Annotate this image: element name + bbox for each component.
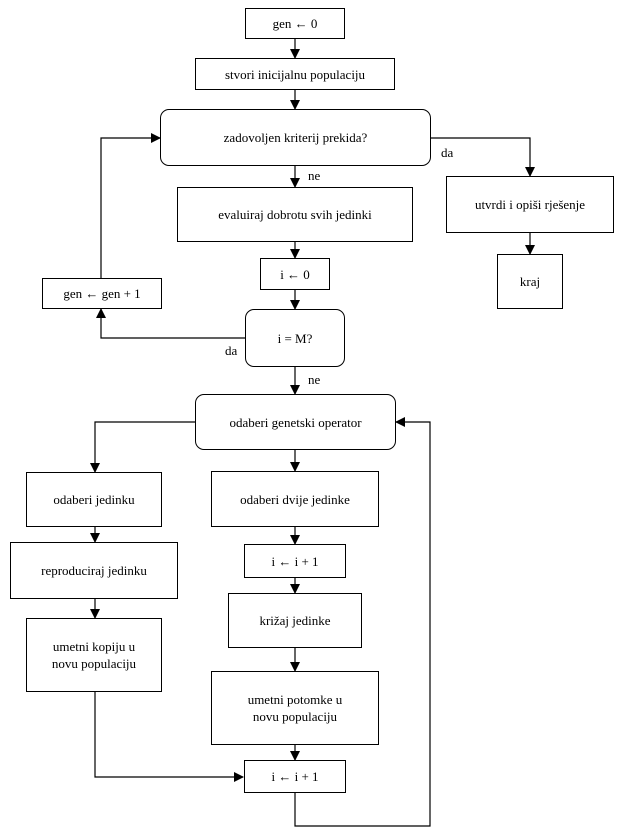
edge-gen-inc-to-stop — [100, 133, 161, 278]
node-gen-increment: gen ← gen + 1 — [42, 278, 162, 309]
node-i-equals-m: i = M? — [245, 309, 345, 367]
node-gen-init: gen ← 0 — [245, 8, 345, 39]
node-evaluate: evaluiraj dobrotu svih jedinki — [177, 187, 413, 242]
node-i-init: i ← 0 — [260, 258, 330, 290]
edge-i-inc-loop-to-operator — [294, 417, 431, 827]
node-insert-offspring: umetni potomke u novu populaciju — [211, 671, 379, 745]
node-i-increment-mid: i ← i + 1 — [244, 544, 346, 578]
node-insert-copy: umetni kopiju u novu populaciju — [26, 618, 162, 692]
node-determine-solution: utvrdi i opiši rješenje — [446, 176, 614, 233]
node-choose-operator: odaberi genetski operator — [195, 394, 396, 450]
edge-stop-yes-to-solution — [431, 137, 535, 177]
label-im-no: ne — [308, 372, 321, 387]
node-i-increment-bottom: i ← i + 1 — [244, 760, 346, 793]
node-select-two: odaberi dvije jedinke — [211, 471, 379, 527]
label-stop-no: ne — [308, 168, 321, 183]
label-stop-yes: da — [441, 145, 454, 160]
edge-operator-to-select-one — [90, 421, 195, 473]
node-reproduce: reproduciraj jedinku — [10, 542, 178, 599]
edge-insert-copy-to-i-inc — [94, 692, 244, 782]
node-init-population: stvori inicijalnu populaciju — [195, 58, 395, 90]
node-stop-criterion: zadovoljen kriterij prekida? — [160, 109, 431, 166]
node-end: kraj — [497, 254, 563, 309]
node-select-one: odaberi jedinku — [26, 472, 162, 527]
edge-im-yes-to-gen-inc — [96, 308, 245, 339]
node-crossover: križaj jedinke — [228, 593, 362, 648]
label-im-yes: da — [225, 343, 238, 358]
